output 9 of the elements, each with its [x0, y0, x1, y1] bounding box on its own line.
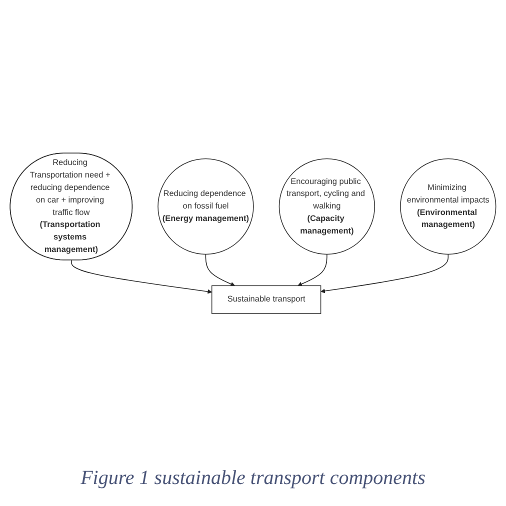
- node-circle: Encouraging public transport, cycling and walking (Capacity management): [278, 158, 376, 255]
- arrow: [298, 254, 328, 286]
- node-circle: Reducing dependence on fossil fuel (Energy management): [158, 158, 254, 255]
- node-box: Sustainable transport: [211, 285, 322, 314]
- arrow: [205, 254, 236, 286]
- node-circle: Minimizing environmental impacts (Environmental management): [400, 158, 496, 255]
- arrow: [71, 260, 212, 294]
- figure-caption: Figure 1 sustainable transport components: [80, 467, 426, 490]
- arrow: [320, 254, 449, 294]
